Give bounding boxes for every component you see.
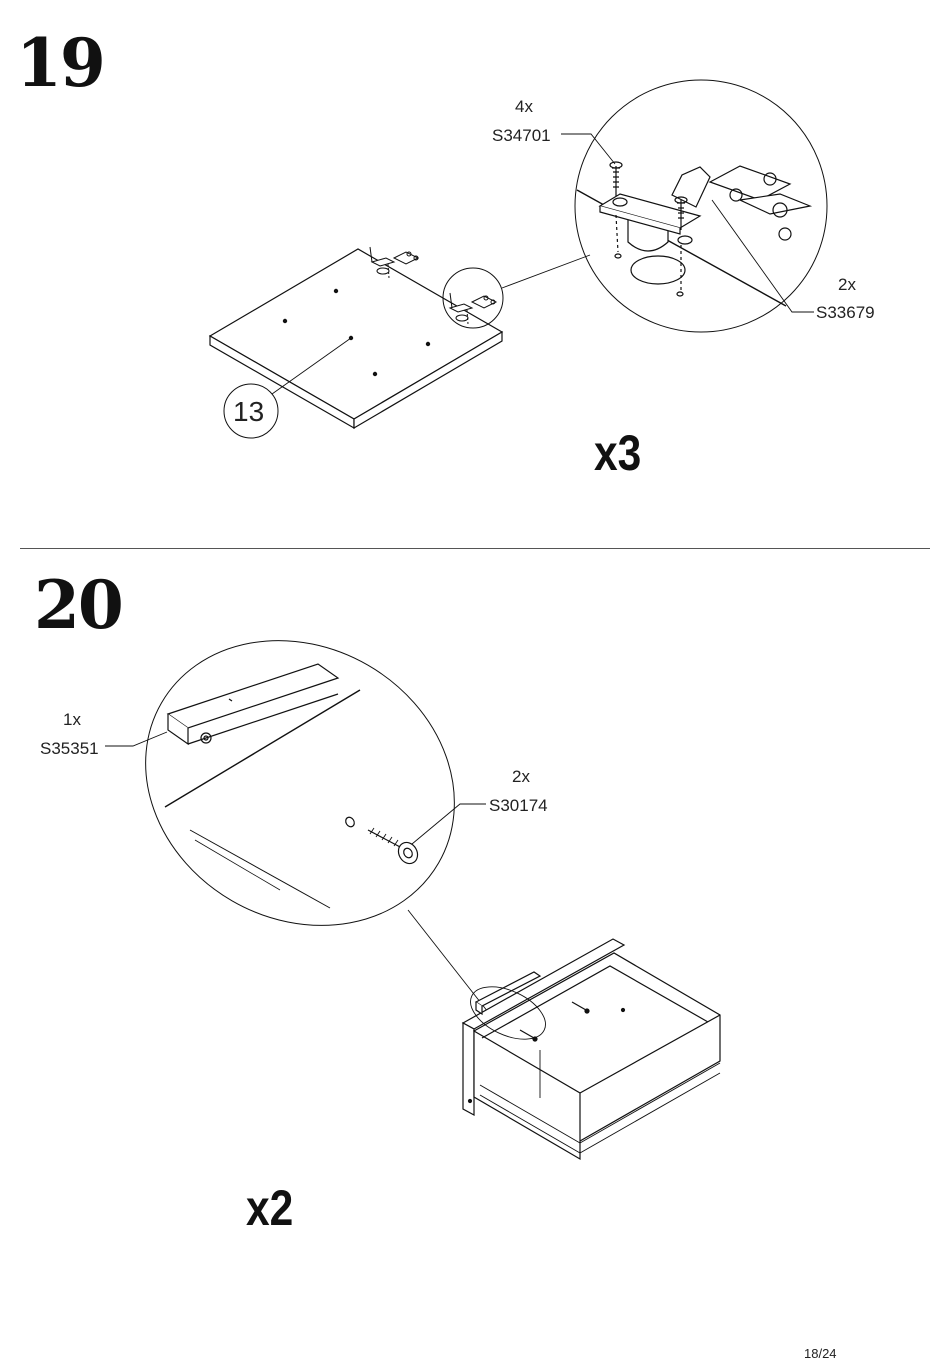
hinge-small-1 (370, 247, 418, 278)
hardware-s33679-qty: 2x (838, 275, 856, 294)
hardware-s35351-code: S35351 (40, 739, 99, 758)
drawer (462, 939, 720, 1159)
hinge-small-2 (450, 293, 496, 324)
step-19-multiplier: x3 (594, 425, 642, 481)
step-20-number: 20 (34, 566, 124, 644)
hardware-s35351-qty: 1x (63, 710, 81, 729)
shelf-panel (210, 249, 502, 428)
page-number: 18/24 (804, 1346, 837, 1361)
drawer-detail-view (93, 585, 506, 981)
part-13-label: 13 (233, 396, 265, 427)
step-20-multiplier: x2 (246, 1180, 294, 1236)
section-divider (20, 548, 930, 549)
hardware-s33679-code: S33679 (816, 303, 875, 322)
step-19-number: 19 (16, 24, 106, 102)
hinge-detail-view (575, 80, 827, 332)
detail-callout-circle (443, 268, 503, 328)
part-13-circle (224, 384, 278, 438)
hardware-s30174-qty: 2x (512, 767, 530, 786)
hardware-s34701-qty: 4x (515, 97, 533, 116)
step-19-illustration (0, 0, 950, 548)
hardware-s30174-code: S30174 (489, 796, 548, 815)
hardware-s34701-code: S34701 (492, 126, 551, 145)
